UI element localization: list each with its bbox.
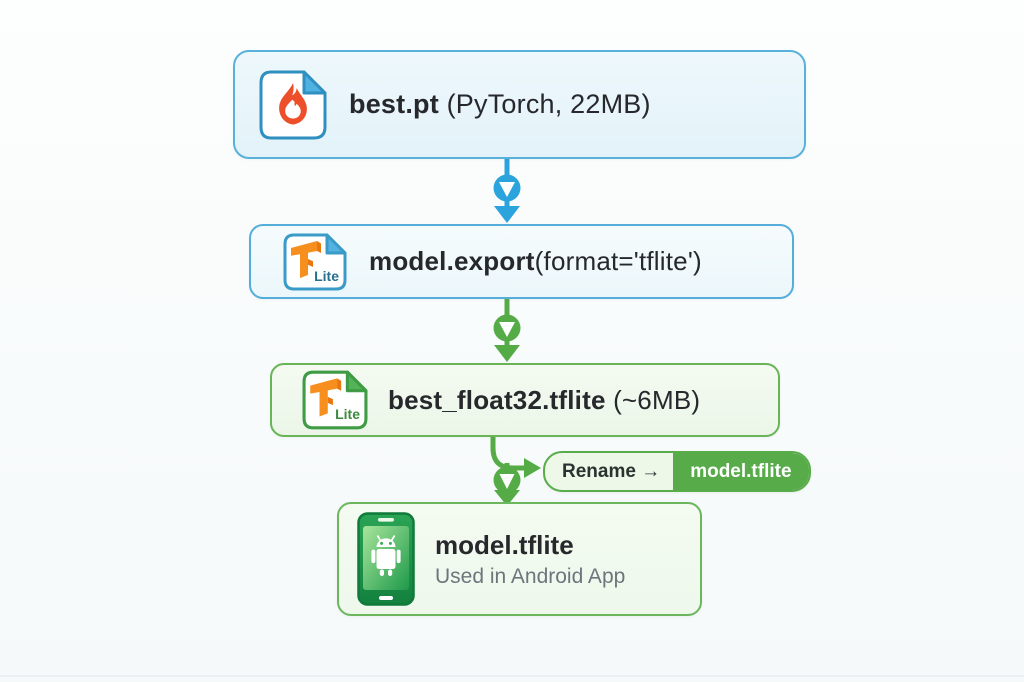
node-subtitle: Used in Android App [435,564,626,588]
pytorch-flame [279,82,307,124]
node-title: best_float32.tflite [388,384,606,415]
pytorch-file-icon [259,70,327,140]
tensorflow-logo [291,240,321,278]
node-subtitle: (PyTorch, 22MB) [438,89,651,119]
phone-home-bar [379,596,393,600]
android-robot [371,535,401,576]
rename-badge: Rename → model.tflite [543,451,811,492]
node-label: best_float32.tflite (~6MB) [388,385,700,416]
node-android-app: model.tflite Used in Android App [337,502,702,616]
node-title: model.export [369,246,535,276]
green-arrow-1 [493,295,521,362]
node-model-export: Lite model.export(format='tflite') [249,224,794,299]
node-best-float32-tflite: Lite best_float32.tflite (~6MB) [270,363,780,437]
flow-marker-triangle [499,474,515,489]
flow-marker-circle-green [493,314,521,342]
node-label: model.tflite Used in Android App [435,530,625,589]
tflite-lite-label: Lite [335,406,360,422]
bottom-divider [0,675,1024,677]
tflite-file-icon-green: Lite [302,370,368,430]
flow-marker-triangle [499,182,515,197]
node-subtitle: (~6MB) [605,384,701,415]
node-subtitle: (format='tflite') [534,246,702,276]
blue-arrow [493,155,521,223]
node-title: model.tflite [435,529,574,560]
rename-action-label: Rename → [562,460,661,482]
green-arrow-2 [490,433,541,506]
flow-marker-circle-blue [493,174,521,202]
node-label: model.export(format='tflite') [369,246,702,277]
node-title: best.pt [349,89,439,119]
flow-marker-circle-green [493,466,521,494]
pytorch-flame-inner [294,99,297,106]
node-label: best.pt (PyTorch, 22MB) [349,89,651,120]
android-phone-icon [357,512,415,606]
phone-speaker [378,518,394,522]
tensorflow-logo [310,378,342,417]
branch-arrowhead [524,458,541,478]
flow-marker-triangle [499,322,515,337]
tflite-file-icon-blue: Lite [283,233,347,291]
tflite-lite-label: Lite [314,267,339,284]
node-best-pt: best.pt (PyTorch, 22MB) [233,50,806,159]
rename-target-label: model.tflite [673,453,809,490]
